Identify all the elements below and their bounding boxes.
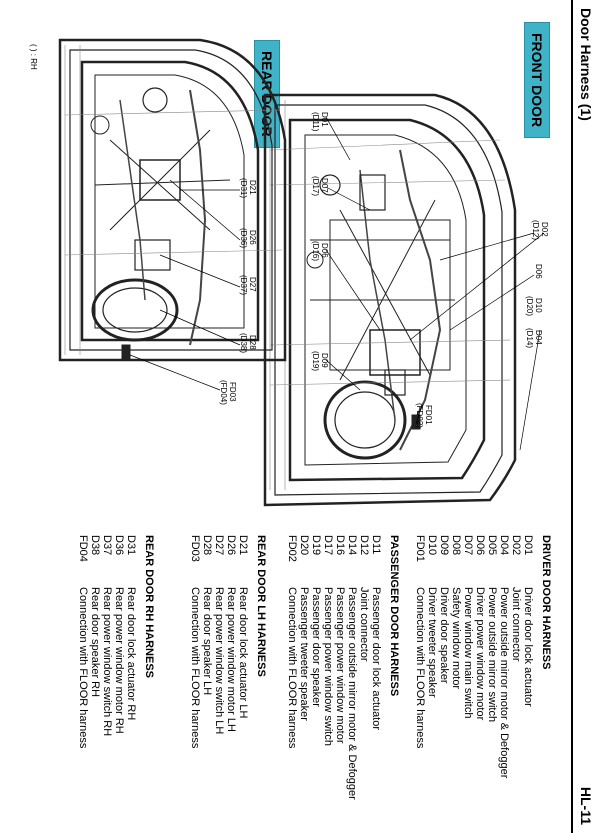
- front-leaders: [325, 116, 545, 451]
- callout-d10: D10: [534, 298, 543, 313]
- callout-d28-rh: (D38): [239, 333, 248, 353]
- callout-d04: D04: [534, 330, 543, 345]
- rear-callouts: D21 (D31) D26 (D36) D27 (D37) D28 (D38) …: [219, 178, 257, 405]
- callout-d27-rh: (D37): [239, 275, 248, 295]
- list-title: DRIVER DOOR HARNESS: [540, 535, 552, 670]
- callout-fd03-rh: (FD04): [219, 380, 228, 405]
- list-title: REAR DOOR LH HARNESS: [255, 535, 267, 677]
- rear-leaders: [129, 179, 241, 391]
- callout-d02: D02: [540, 222, 549, 237]
- callout-fd01: FD01: [424, 405, 433, 425]
- list-title: PASSENGER DOOR HARNESS: [388, 535, 400, 697]
- front-callouts: D01 (D11) D07 (D17) D06 (D16) D09 (D19) …: [311, 112, 549, 428]
- callout-d06b: D06: [320, 243, 329, 258]
- list-title: REAR DOOR RH HARNESS: [143, 535, 155, 679]
- callout-d21: D21: [248, 180, 257, 195]
- callout-d01: D01: [320, 112, 329, 127]
- callout-d04-rh: (D14): [525, 328, 534, 348]
- callout-d26-rh: (D36): [239, 228, 248, 248]
- rear-door-drawing: [58, 38, 287, 362]
- callout-d02-rh: (D12): [531, 220, 540, 240]
- callout-d28: D28: [248, 335, 257, 350]
- callout-d26: D26: [248, 230, 257, 245]
- callout-d10-rh: (D20): [525, 296, 534, 316]
- callout-fd03: FD03: [228, 382, 237, 402]
- rh-note: ( ) : RH: [29, 44, 38, 70]
- callout-d06: D06: [534, 264, 543, 279]
- callout-d21-rh: (D31): [239, 178, 248, 198]
- callout-d09: D09: [320, 353, 329, 368]
- callout-fd01-rh: (FD02): [415, 403, 424, 428]
- callout-d06b-rh: (D16): [311, 241, 320, 261]
- callout-d07: D07: [320, 178, 329, 193]
- callout-d07-rh: (D17): [311, 176, 320, 196]
- callout-d01-rh: (D11): [311, 112, 320, 132]
- callout-d27: D27: [248, 277, 257, 292]
- callout-d09-rh: (D19): [311, 351, 320, 371]
- front-door-drawing: [263, 93, 517, 507]
